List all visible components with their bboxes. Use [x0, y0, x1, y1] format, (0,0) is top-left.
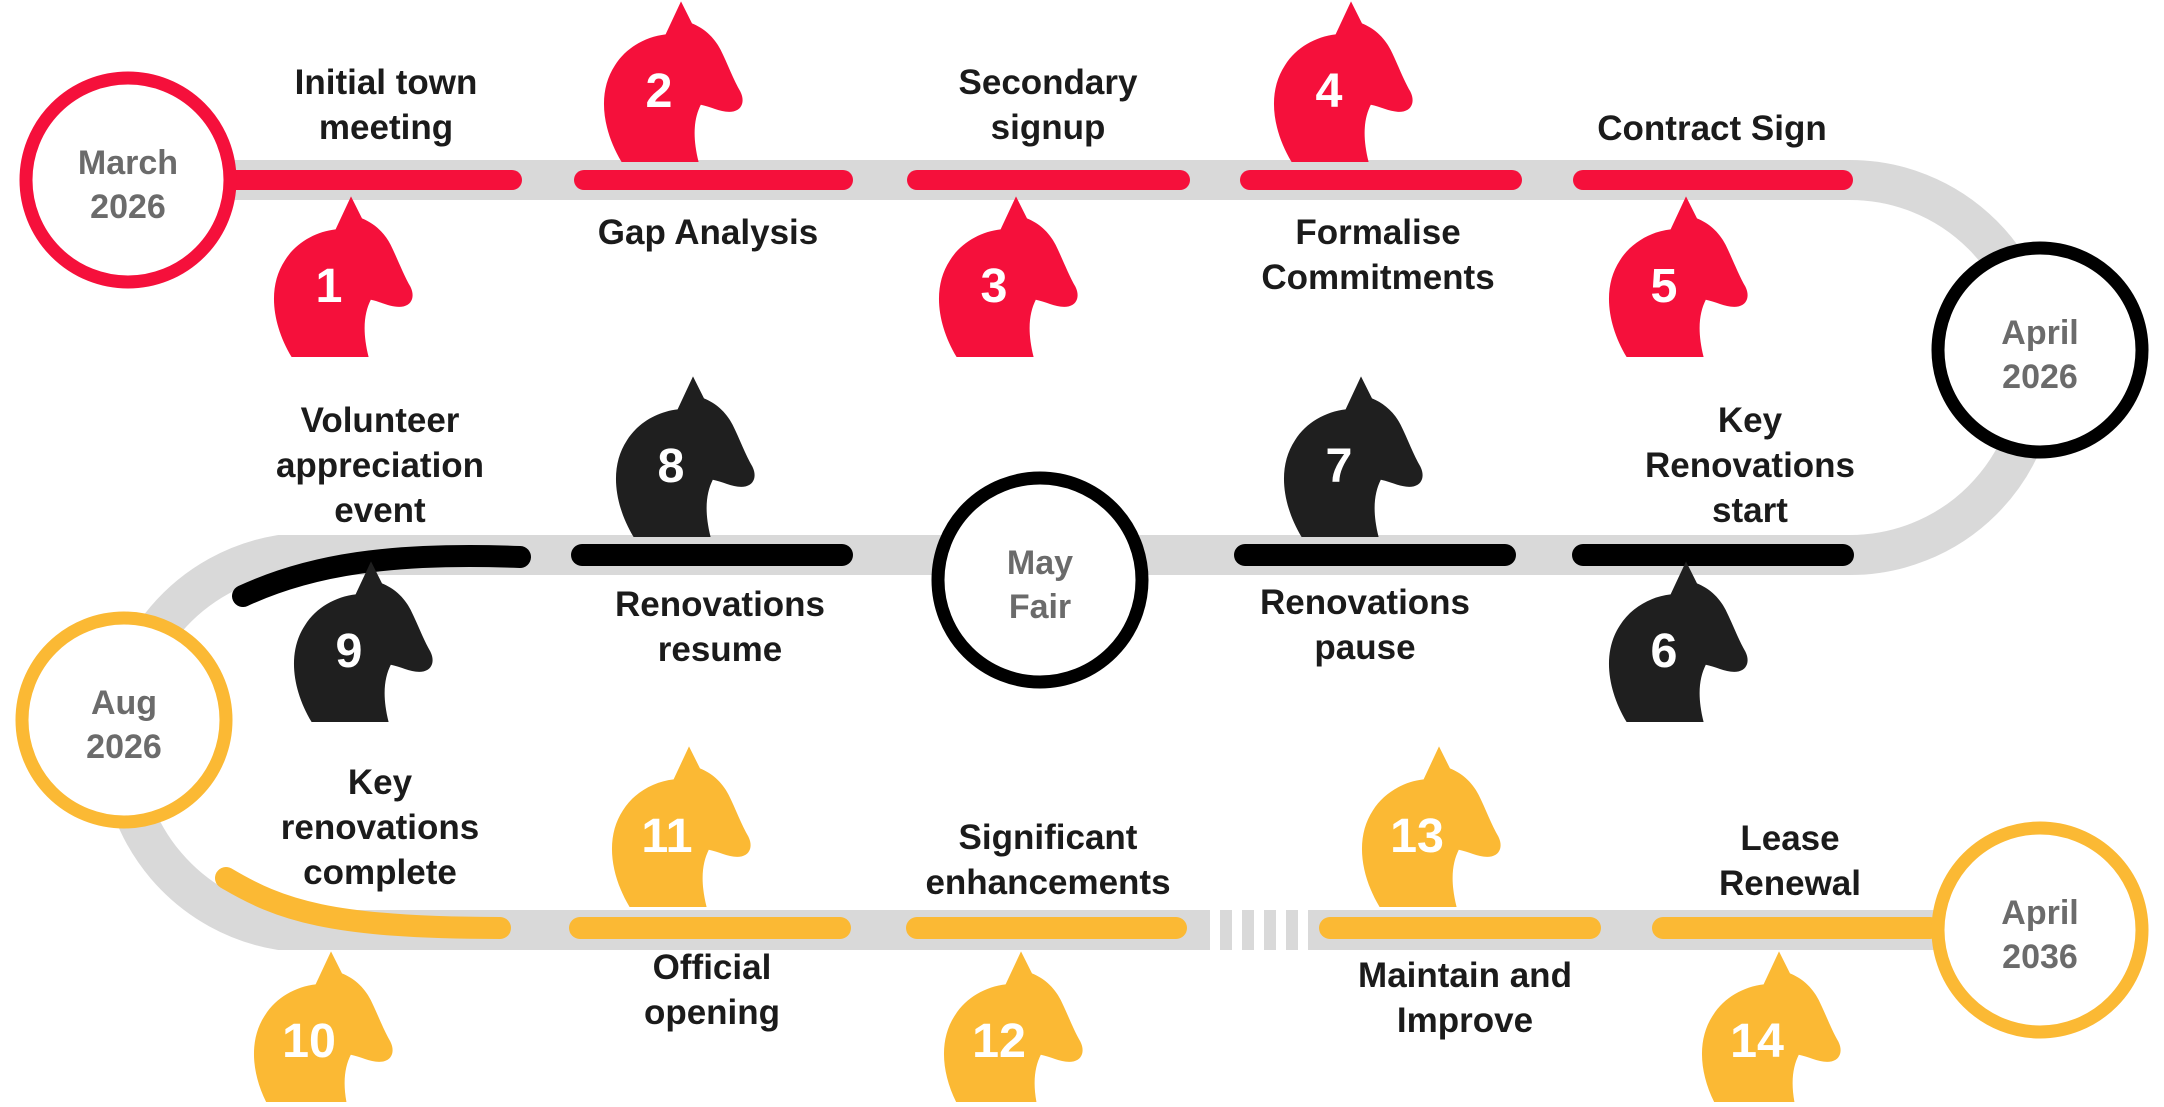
- step-label-line: Secondary: [958, 63, 1138, 102]
- step-number: 10: [282, 1014, 336, 1068]
- step-label-line: pause: [1314, 628, 1416, 667]
- step-label-line: Commitments: [1261, 258, 1495, 297]
- milestone-marker: March 2026: [19, 71, 237, 289]
- step-label-line: Formalise: [1295, 213, 1461, 252]
- horse-head-icon: 6: [1608, 561, 1748, 722]
- step-label-line: Renewal: [1719, 864, 1861, 903]
- step-label: Contract Sign: [1597, 106, 1826, 151]
- horse-head-icon: 9: [293, 561, 433, 722]
- step-label-line: meeting: [318, 108, 454, 147]
- step-number: 6: [1651, 624, 1678, 678]
- step-label-line: enhancements: [925, 863, 1171, 902]
- track-gap-marks: [1210, 905, 1308, 955]
- step-number: 3: [981, 259, 1008, 313]
- step-label-line: event: [334, 491, 426, 530]
- phase-2-segments: [232, 544, 1854, 607]
- horse-head-icon: 2: [603, 1, 743, 163]
- step-label-line: resume: [657, 630, 783, 669]
- step-label-line: appreciation: [275, 446, 485, 485]
- milestone-marker: Aug 2026: [15, 611, 233, 829]
- milestone-marker: April 2026: [1931, 241, 2149, 459]
- step-label-line: Initial town: [294, 63, 478, 102]
- step-label-line: complete: [303, 853, 457, 892]
- phase-3-segments: [215, 867, 1941, 939]
- horse-head-icon: 8: [615, 376, 755, 537]
- step-label-line: Contract Sign: [1597, 109, 1827, 148]
- step-number: 2: [646, 64, 673, 118]
- step-number: 13: [1390, 809, 1444, 863]
- milestone-label: April: [2001, 894, 2078, 932]
- milestone-marker: April 2036: [1931, 821, 2149, 1039]
- horse-head-icon: 12: [943, 951, 1083, 1107]
- milestone-label: March: [78, 144, 178, 182]
- step-number: 12: [972, 1014, 1026, 1068]
- step-label-line: Gap Analysis: [597, 213, 819, 252]
- step-label-line: Renovations: [1259, 583, 1471, 622]
- horse-head-icon: 10: [253, 951, 393, 1107]
- step-label-line: Volunteer: [300, 401, 460, 440]
- milestone-markers: March2026April2026MayFairAug2026April203…: [15, 71, 2149, 1039]
- step-label: Gap Analysis: [598, 210, 818, 255]
- step-label-line: opening: [643, 993, 781, 1032]
- milestone-sublabel: Fair: [1009, 588, 1071, 626]
- horse-head-icon: 11: [611, 746, 751, 907]
- step-label-line: Lease: [1740, 819, 1840, 858]
- step-number: 11: [641, 809, 692, 863]
- step-label-line: Official: [652, 948, 772, 987]
- step-label-line: Improve: [1396, 1001, 1534, 1040]
- horse-head-icon: 13: [1361, 746, 1501, 907]
- step-label-line: Key: [1717, 401, 1783, 440]
- step-label-line: Renovations: [614, 585, 826, 624]
- step-number: 8: [658, 439, 685, 493]
- step-label: Secondary signup: [959, 60, 1138, 150]
- step-label-line: Renovations: [1644, 446, 1856, 485]
- step-label: Volunteer appreciation event: [276, 398, 484, 533]
- step-label-line: Maintain and: [1358, 956, 1572, 995]
- horse-head-icon: 5: [1608, 196, 1748, 357]
- horse-head-icon: 14: [1701, 951, 1841, 1107]
- step-label-line: renovations: [280, 808, 480, 847]
- horse-head-icon: 4: [1273, 1, 1413, 163]
- milestone-label: May: [1007, 544, 1073, 582]
- step-label-line: Key: [347, 763, 413, 802]
- step-label: Official opening: [644, 945, 780, 1035]
- step-number: 7: [1326, 439, 1353, 493]
- step-number: 9: [336, 624, 363, 678]
- step-label-line: signup: [990, 108, 1106, 147]
- horse-head-icon: 1: [273, 196, 413, 357]
- milestone-sublabel: 2036: [2002, 938, 2078, 976]
- step-label: Renovations resume: [615, 582, 825, 672]
- step-number: 5: [1651, 259, 1678, 313]
- milestone-label: Aug: [91, 684, 157, 722]
- step-label: Renovations pause: [1260, 580, 1470, 670]
- milestone-label: April: [2001, 314, 2078, 352]
- step-number: 1: [316, 259, 343, 313]
- step-label-line: start: [1712, 491, 1788, 530]
- step-label-line: Significant: [958, 818, 1138, 857]
- step-label: Key renovations complete: [281, 760, 479, 895]
- step-number: 14: [1730, 1014, 1784, 1068]
- step-label: Significant enhancements: [925, 815, 1170, 905]
- milestone-sublabel: 2026: [2002, 358, 2078, 396]
- milestone-sublabel: 2026: [86, 728, 162, 766]
- horse-head-icon: 3: [938, 196, 1078, 357]
- step-number: 4: [1316, 64, 1343, 118]
- milestone-sublabel: 2026: [90, 188, 166, 226]
- horse-head-icon: 7: [1283, 376, 1423, 537]
- step-label: Initial town meeting: [295, 60, 478, 150]
